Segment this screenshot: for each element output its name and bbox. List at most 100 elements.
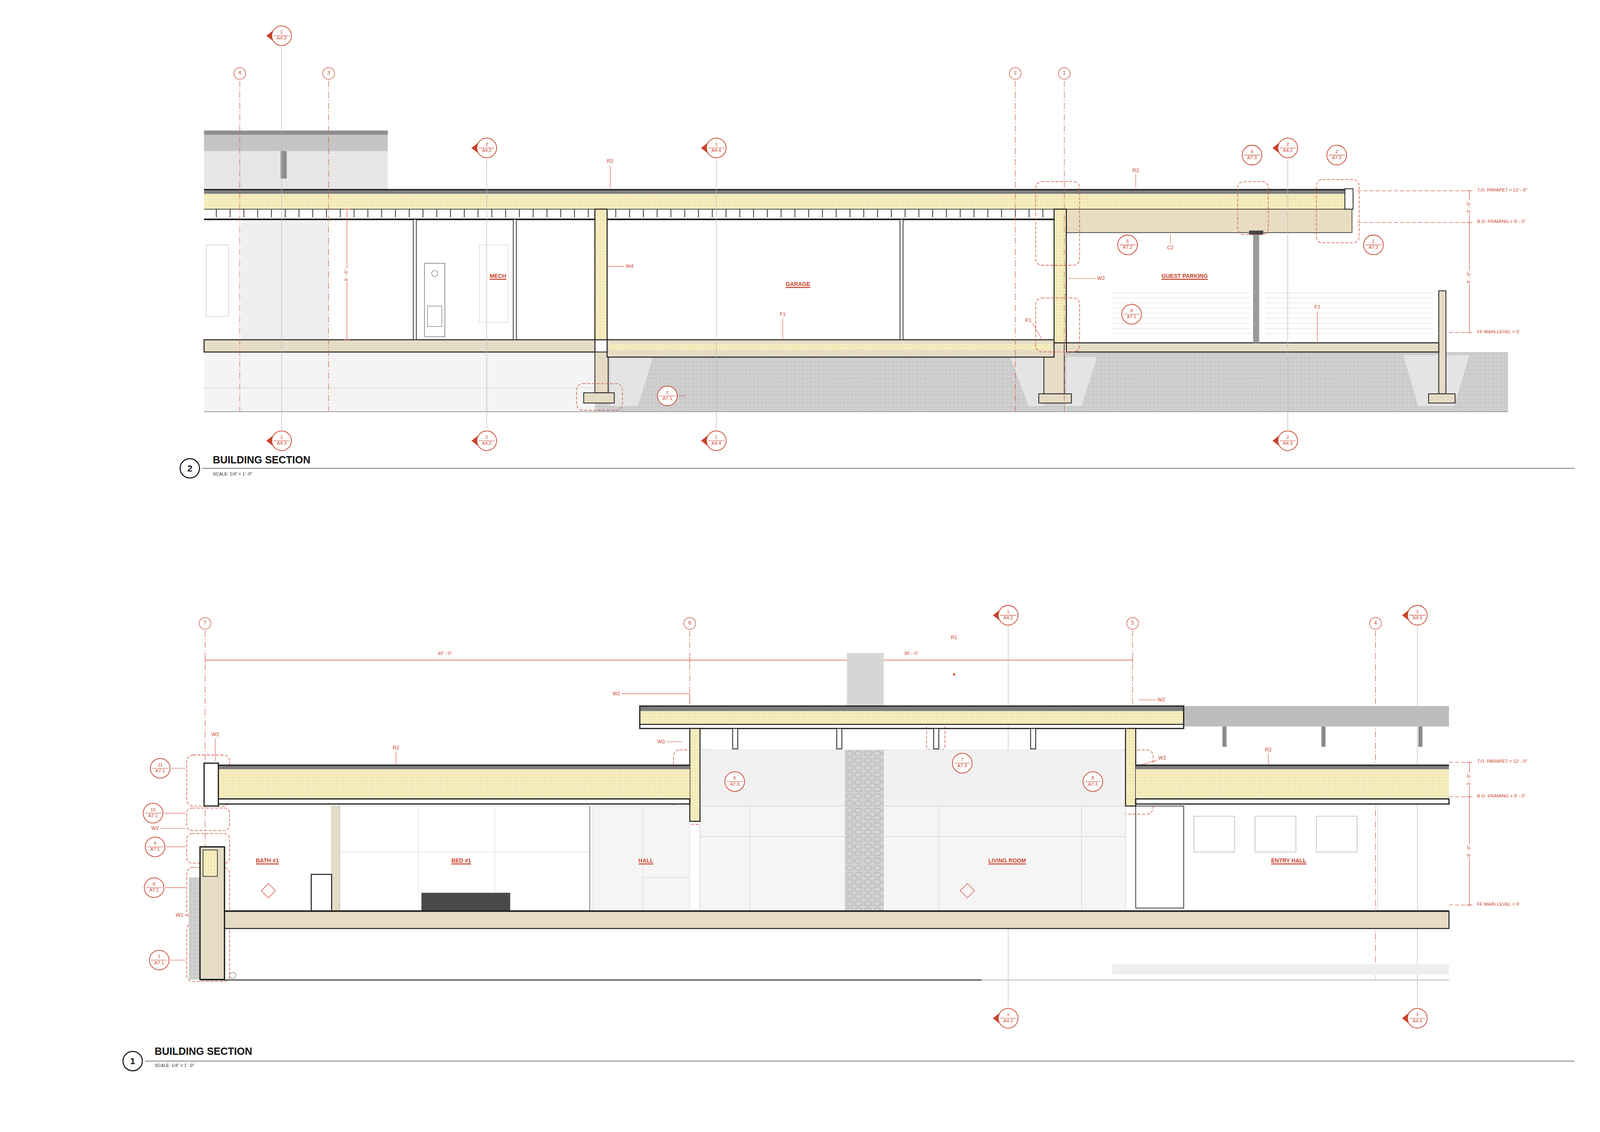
- keynote-tag: W2: [1156, 697, 1166, 703]
- interior-background: [206, 219, 509, 340]
- detail-callout: 1A7.3: [1363, 234, 1384, 256]
- detail-callout-circle: [1326, 145, 1347, 166]
- detail-boundary: [576, 383, 623, 411]
- high-roof: [639, 706, 1184, 712]
- low-roof: [1135, 764, 1449, 767]
- foundation: [1438, 290, 1447, 394]
- sheet-reference: A7.1: [155, 768, 166, 774]
- callout-divider: [146, 887, 163, 889]
- grid-label: 4: [1374, 621, 1377, 627]
- detail-callout-circle: [1242, 145, 1262, 166]
- guest-parking-screen: [1265, 292, 1434, 334]
- detail-callout-circle: [144, 877, 165, 898]
- callout-divider: [1084, 781, 1101, 782]
- detail-callout: 8A7.1: [143, 877, 165, 899]
- callout-divider: [478, 147, 495, 149]
- chimney: [844, 749, 884, 912]
- keynote-tag: W2: [611, 691, 621, 697]
- foundation: [583, 290, 1456, 404]
- grid-line: [205, 80, 1376, 980]
- sheet-reference: A4.2: [482, 441, 492, 447]
- grid-bubble-circle: [1009, 67, 1022, 80]
- level-label: FF MAIN LEVEL = 0': [1476, 330, 1520, 335]
- sheet-reference: A7.3: [957, 764, 968, 769]
- sheet-reference: A7.1: [150, 847, 160, 853]
- detail-callout: 11A7.1: [149, 757, 171, 779]
- callout-divider: [1365, 244, 1382, 246]
- room-name: GARAGE: [785, 282, 811, 288]
- dimension-line: [1466, 762, 1473, 906]
- interior-glazing: [699, 806, 1126, 912]
- section-cut-marker-circle: [706, 431, 727, 451]
- callout-divider: [273, 35, 290, 36]
- keynote-tag: R2: [1131, 167, 1140, 173]
- roof-assembly: [204, 188, 1354, 233]
- callout-number: 1: [157, 954, 161, 960]
- detail-callout-outline: [1242, 145, 1263, 166]
- level-line: [1448, 762, 1473, 906]
- furniture: [1135, 806, 1184, 909]
- dimension-text: 36' - 0": [903, 651, 919, 657]
- ground: [204, 351, 595, 411]
- title-rule: [145, 1061, 1575, 1062]
- detail-boundary: [1237, 181, 1269, 235]
- detail-callout-outline: [1121, 304, 1143, 325]
- section-cut-marker-outline: [476, 430, 497, 452]
- roof-assembly: [204, 190, 1352, 194]
- existing-roof: [1418, 726, 1423, 748]
- interior-glazing: [1193, 816, 1235, 852]
- dimension-line: [205, 656, 1133, 664]
- ground: [1403, 355, 1470, 407]
- detail-callout: 7A7.3: [951, 753, 973, 774]
- low-roof: [218, 764, 690, 767]
- furniture: [952, 673, 956, 676]
- interior-glazing: [1254, 816, 1296, 852]
- detail-callout: 1A7.1: [149, 949, 170, 971]
- section-cut-marker: 1A4.3: [271, 430, 293, 452]
- callout-number: 8: [1091, 776, 1095, 782]
- callout-divider: [1279, 147, 1296, 149]
- level-label: T.O. PARAPET = 12' - 0": [1476, 760, 1528, 765]
- existing-roof: [204, 151, 388, 190]
- callout-number: 1: [1416, 1012, 1419, 1018]
- callout-number: 1: [715, 435, 718, 441]
- title-rule: [202, 467, 1575, 469]
- sheet-reference: A4.3: [1412, 1018, 1423, 1024]
- guest-parking-screen: [1112, 292, 1251, 334]
- callout-number: 1: [1416, 610, 1419, 615]
- section-cut-line: [281, 46, 1288, 430]
- leader-line: [160, 693, 1269, 916]
- section-cut-marker: 2A4.2: [476, 430, 497, 452]
- grid-bubble-circle: [322, 67, 335, 80]
- floor-slab: [188, 846, 1449, 981]
- keynote-tag: W2: [656, 739, 666, 745]
- floor-slab: [204, 910, 1449, 912]
- section-cut-marker: 2A4.2: [1277, 137, 1299, 159]
- grid-bubble-circle: [199, 617, 211, 630]
- callout-divider: [1000, 614, 1016, 616]
- level-label: B.O. FRAMING = 9' - 0": [1476, 220, 1527, 225]
- drawing-number: 1: [122, 1050, 144, 1072]
- callout-number: 1: [715, 142, 718, 148]
- dimension-text: 3' - 0": [1467, 773, 1472, 787]
- detail-boundary: [1035, 181, 1080, 266]
- callout-number: 2: [1286, 435, 1289, 441]
- room-name: BED #1: [450, 858, 472, 865]
- section-cut-line: [281, 46, 1418, 1007]
- grid-bubble: 6: [683, 617, 696, 630]
- callout-divider: [1000, 1018, 1016, 1019]
- detail-callout-circle: [1121, 304, 1142, 325]
- section-cut-marker: 2A4.2: [476, 137, 497, 159]
- grid-label: 1: [1063, 70, 1066, 76]
- room-name: MECH: [488, 273, 507, 280]
- dimension-text: 9' - 0": [1467, 844, 1472, 858]
- section-cut-marker: 1A4.2: [997, 1008, 1019, 1029]
- interior-background: [479, 244, 509, 323]
- low-roof: [1135, 769, 1449, 799]
- walls: [513, 219, 517, 340]
- dimension-line: [1466, 190, 1473, 333]
- dimension-text: 3' - 0": [1467, 200, 1472, 214]
- callout-divider: [1279, 440, 1296, 442]
